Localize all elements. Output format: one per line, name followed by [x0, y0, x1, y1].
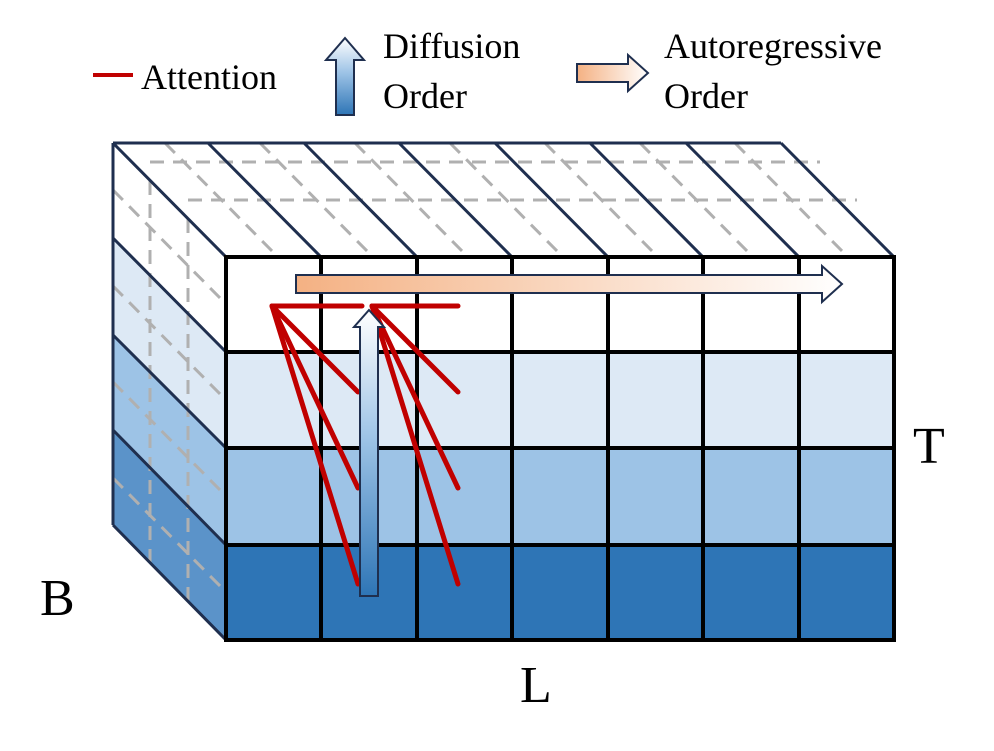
autoregressive-order-arrow-icon — [295, 263, 844, 305]
attention-line — [369, 303, 461, 491]
attention-line — [269, 303, 361, 587]
attention-line — [369, 303, 461, 587]
cube-front-face — [224, 255, 896, 642]
attention-lines — [269, 303, 461, 587]
attention-legend-label: Attention — [141, 57, 277, 97]
legend: Attention Diffusion Order Autoregressive… — [93, 26, 882, 116]
diffusion-order-legend-label-line2: Order — [383, 76, 467, 116]
autoregressive-order-legend-label-line1: Autoregressive — [664, 26, 882, 66]
top-face-fill — [113, 143, 894, 257]
diffusion-order-legend-label-line1: Diffusion — [383, 26, 520, 66]
cube-top-face — [111, 141, 896, 259]
axis-label-b: B — [40, 570, 75, 627]
front-row-3 — [226, 448, 894, 545]
autoregressive-order-legend-label-line2: Order — [664, 76, 748, 116]
axis-label-t: T — [913, 418, 945, 475]
top-dashed-lines — [150, 141, 857, 259]
front-row-2 — [226, 352, 894, 448]
top-edges — [111, 141, 896, 259]
attention-line — [269, 303, 361, 491]
cube-side-face — [111, 143, 228, 642]
autoregressive-order-legend-arrow-icon — [576, 52, 650, 94]
attention-line — [269, 303, 361, 395]
side-edges — [111, 143, 228, 642]
diffusion-order-legend-arrow-icon — [323, 36, 367, 116]
front-row-4 — [226, 545, 894, 640]
diffusion-order-arrow-icon — [351, 308, 387, 597]
axis-label-l: L — [520, 657, 552, 714]
attention-line — [369, 303, 461, 395]
